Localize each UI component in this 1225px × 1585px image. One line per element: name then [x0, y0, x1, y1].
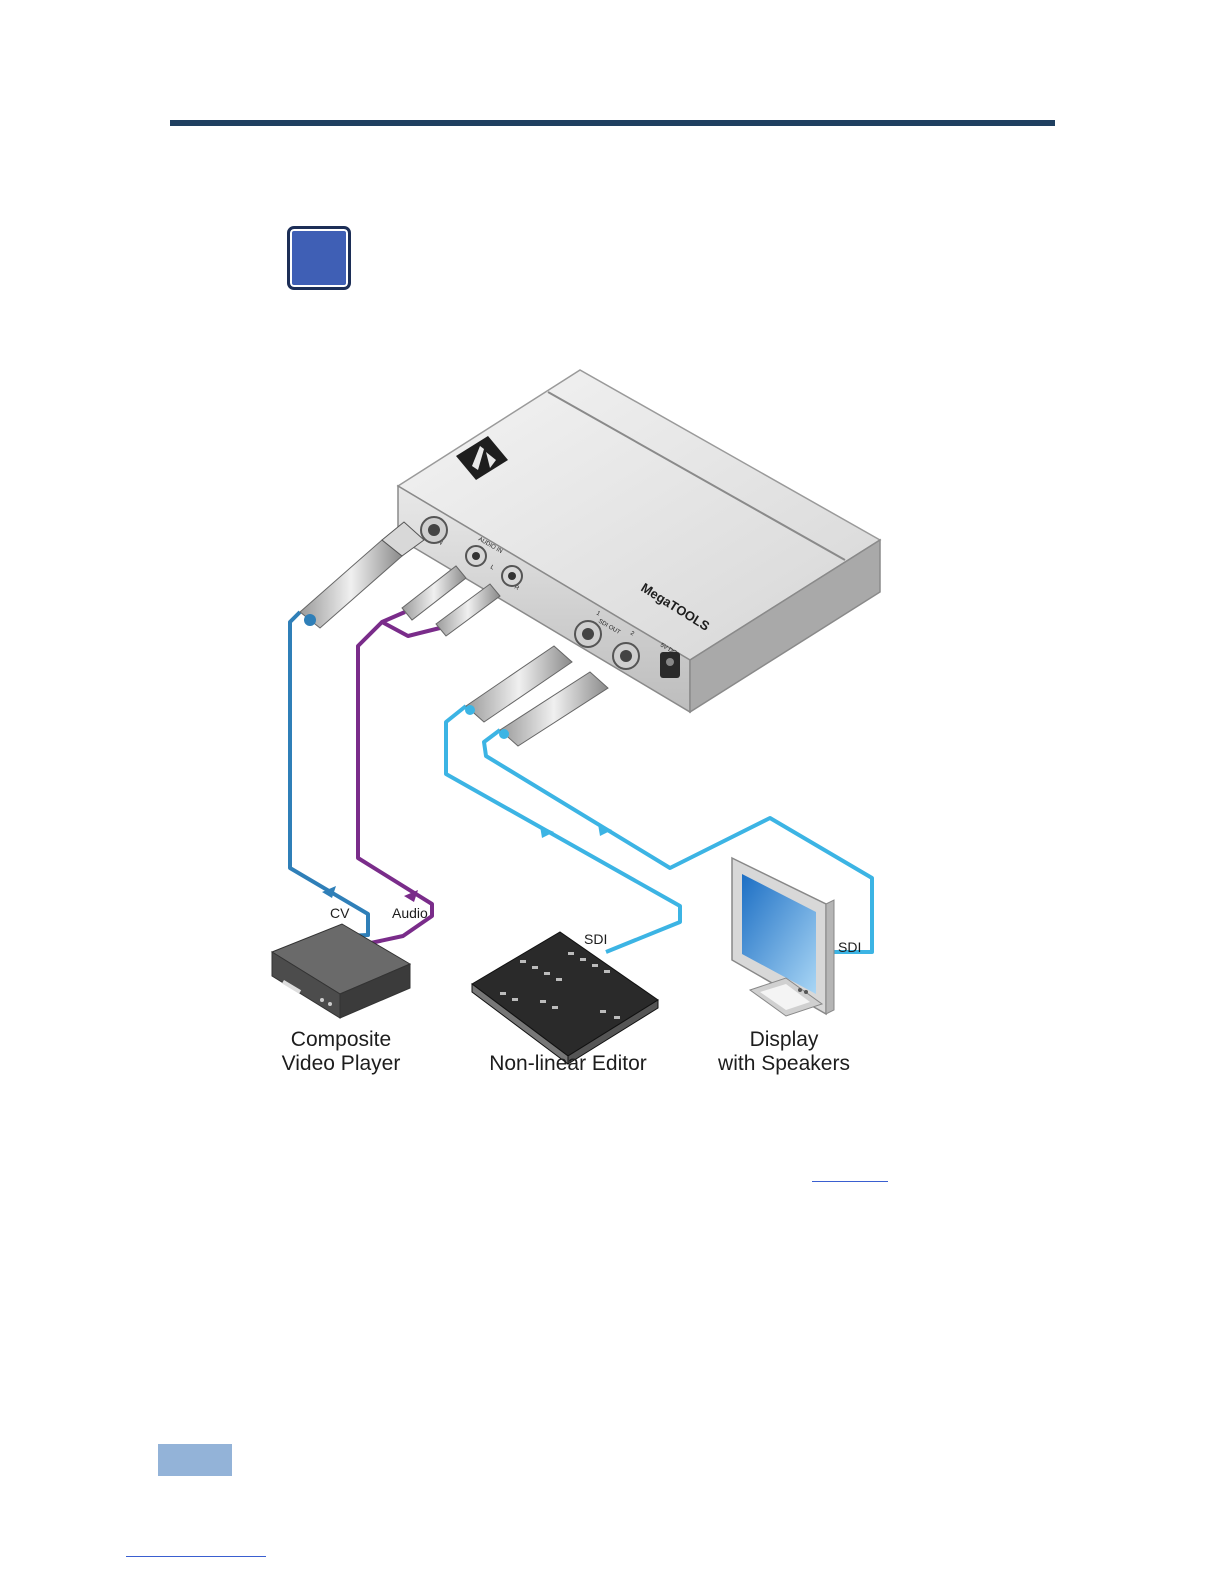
sdi-cable-editor	[446, 706, 680, 952]
sdi-display-cable-label: SDI	[838, 939, 861, 955]
sdi-display-arrow-icon	[598, 824, 612, 836]
audio-cable-label: Audio	[392, 905, 428, 921]
audio-cable-left	[358, 612, 432, 952]
cv-in-bnc-connector	[421, 517, 447, 543]
power-jack-icon	[660, 652, 680, 678]
sdi-editor-arrow-icon	[540, 826, 554, 838]
editor-label: Non-linear Editor	[489, 1052, 647, 1075]
display-label-line2: with Speakers	[717, 1052, 850, 1075]
audio-cable-right	[382, 622, 440, 636]
display-label-line1: Display	[750, 1028, 819, 1051]
player-label-line1: Composite	[291, 1028, 391, 1051]
cv-cable-label: CV	[330, 905, 350, 921]
converter-device: MegaTOOLS IN AUDIO IN L R SDI OUT 1 2 5V…	[398, 370, 880, 712]
figure-reference-link[interactable]	[812, 1181, 888, 1182]
non-linear-editor-device	[472, 932, 658, 1064]
page-number-tab	[158, 1444, 232, 1476]
footer-link[interactable]	[126, 1556, 266, 1557]
player-label-line2: Video Player	[282, 1052, 401, 1075]
display-device	[732, 858, 834, 1016]
sdi-editor-cable-label: SDI	[584, 931, 607, 947]
sdi-bnc-plugs	[465, 646, 608, 746]
